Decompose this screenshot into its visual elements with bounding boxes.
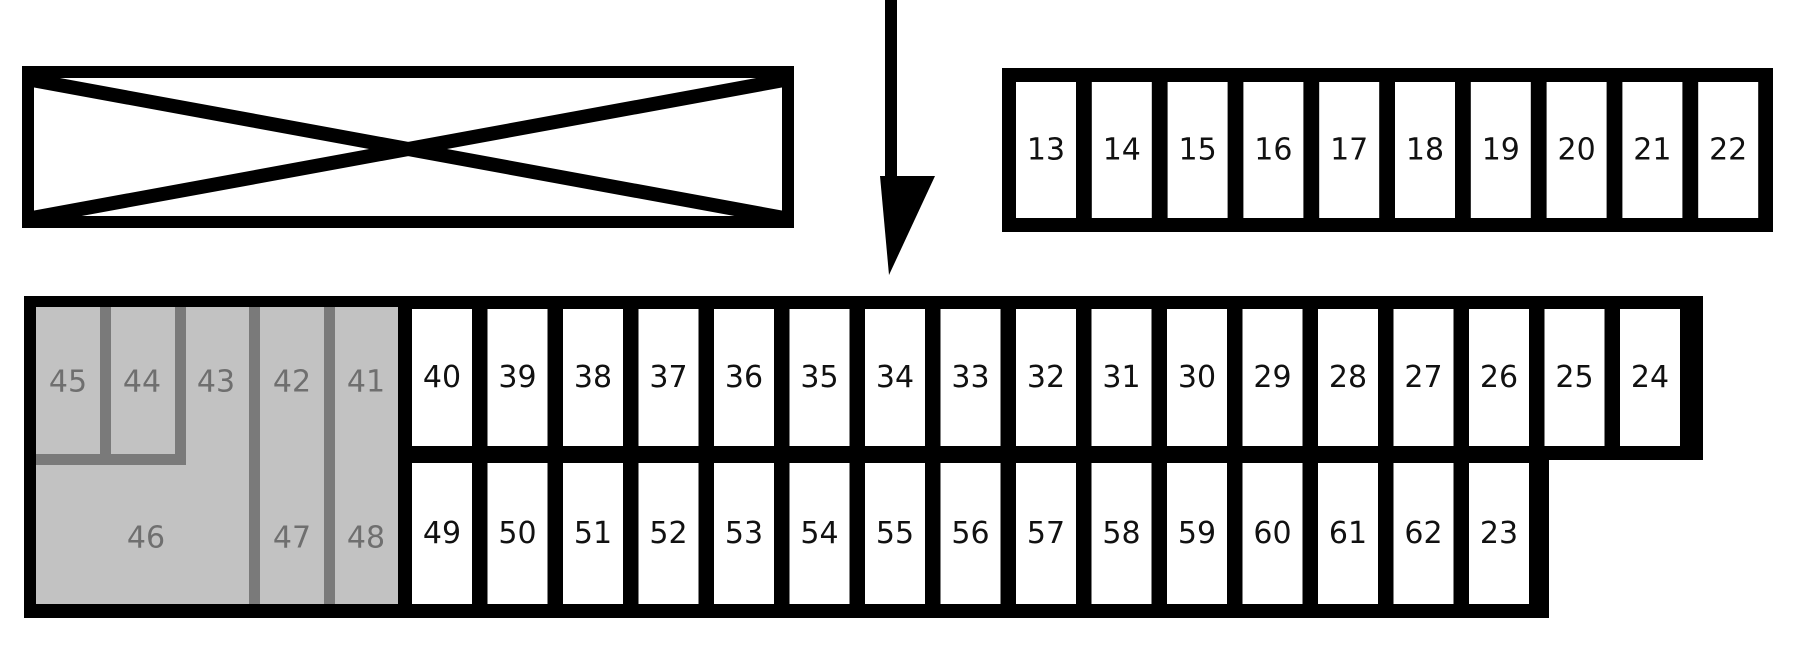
pointer-arrow-icon [880, 0, 935, 275]
pin-cell-50: 50 [487, 463, 548, 604]
pin-label-47: 47 [273, 521, 311, 556]
pin-label: 24 [1631, 360, 1669, 395]
pin-cell-36: 36 [714, 309, 774, 446]
pin-label: 29 [1253, 360, 1291, 395]
pin-label: 62 [1404, 516, 1442, 551]
pin-cell-27: 27 [1393, 309, 1454, 446]
pin-cell-35: 35 [789, 309, 850, 446]
top-right-connector: 13 14 15 16 17 18 19 20 21 22 [1002, 68, 1773, 232]
pin-cell-37: 37 [638, 309, 699, 446]
pin-cell-15: 15 [1167, 82, 1228, 218]
pin-label: 54 [800, 516, 838, 551]
grey-pin-block [36, 307, 398, 604]
pin-label: 37 [649, 360, 687, 395]
pin-label: 26 [1480, 360, 1518, 395]
pin-cell-58: 58 [1091, 463, 1152, 604]
pin-label: 13 [1027, 133, 1065, 168]
pin-label: 14 [1103, 133, 1141, 168]
pin-label: 31 [1102, 360, 1140, 395]
pin-label: 25 [1555, 360, 1593, 395]
pin-cell-40: 40 [412, 309, 472, 446]
pin-cell-32: 32 [1016, 309, 1076, 446]
crossed-out-connector [22, 66, 794, 228]
pin-cell-28: 28 [1318, 309, 1378, 446]
pin-cell-25: 25 [1544, 309, 1605, 446]
pin-cell-55: 55 [865, 463, 925, 604]
pin-cell-22: 22 [1698, 82, 1759, 218]
pin-label: 52 [649, 516, 687, 551]
pin-label: 23 [1480, 516, 1518, 551]
pin-cell-39: 39 [487, 309, 548, 446]
pin-label-41: 41 [347, 365, 385, 400]
pin-label: 28 [1329, 360, 1367, 395]
pin-label: 61 [1329, 516, 1367, 551]
pin-label: 34 [876, 360, 914, 395]
pin-cell-17: 17 [1319, 82, 1380, 218]
pin-label: 16 [1254, 133, 1292, 168]
pin-label: 51 [574, 516, 612, 551]
pin-cell-61: 61 [1318, 463, 1378, 604]
pin-cell-49: 49 [412, 463, 472, 604]
pin-label: 30 [1178, 360, 1216, 395]
pin-cell-52: 52 [638, 463, 699, 604]
pin-label: 39 [498, 360, 536, 395]
pin-cell-29: 29 [1242, 309, 1303, 446]
pin-cell-60: 60 [1242, 463, 1303, 604]
pin-label: 53 [725, 516, 763, 551]
pin-cell-14: 14 [1091, 82, 1152, 218]
pin-cell-62: 62 [1393, 463, 1454, 604]
pin-cell-38: 38 [563, 309, 623, 446]
pin-cell-24: 24 [1620, 309, 1680, 446]
pin-label-45: 45 [49, 365, 87, 400]
pin-cell-18: 18 [1395, 82, 1455, 218]
pin-label: 19 [1482, 133, 1520, 168]
pin-label: 33 [951, 360, 989, 395]
pin-cell-34: 34 [865, 309, 925, 446]
pin-cell-54: 54 [789, 463, 850, 604]
pin-label: 21 [1633, 133, 1671, 168]
pin-cell-51: 51 [563, 463, 623, 604]
pin-label-42: 42 [273, 365, 311, 400]
pin-label: 50 [498, 516, 536, 551]
pin-label: 59 [1178, 516, 1216, 551]
pin-label-46: 46 [127, 521, 165, 556]
pin-cell-57: 57 [1016, 463, 1076, 604]
pin-label: 18 [1406, 133, 1444, 168]
pin-label: 35 [800, 360, 838, 395]
main-connector: 45 44 43 42 41 46 47 48 40 39 38 37 36 35 34 33 32 31 30 2… [24, 296, 1703, 618]
pin-label: 20 [1558, 133, 1596, 168]
pin-label: 49 [423, 516, 461, 551]
pin-label: 56 [951, 516, 989, 551]
pin-label: 36 [725, 360, 763, 395]
pin-cell-13: 13 [1016, 82, 1076, 218]
pin-label-44: 44 [123, 365, 161, 400]
pin-cell-56: 56 [940, 463, 1001, 604]
pin-label-43: 43 [197, 365, 235, 400]
pin-label: 58 [1102, 516, 1140, 551]
pin-cell-59: 59 [1167, 463, 1227, 604]
pin-label-48: 48 [347, 521, 385, 556]
pin-cell-20: 20 [1546, 82, 1607, 218]
pin-label: 38 [574, 360, 612, 395]
pin-label: 40 [423, 360, 461, 395]
pin-cell-31: 31 [1091, 309, 1152, 446]
pin-cell-16: 16 [1243, 82, 1304, 218]
pin-label: 27 [1404, 360, 1442, 395]
pin-cell-33: 33 [940, 309, 1001, 446]
pin-cell-21: 21 [1622, 82, 1683, 218]
pin-cell-19: 19 [1470, 82, 1531, 218]
pin-cell-23: 23 [1469, 463, 1529, 604]
pin-label: 32 [1027, 360, 1065, 395]
pin-cell-30: 30 [1167, 309, 1227, 446]
pin-label: 22 [1709, 133, 1747, 168]
pin-label: 17 [1330, 133, 1368, 168]
pin-label: 15 [1179, 133, 1217, 168]
pin-label: 60 [1253, 516, 1291, 551]
pin-cell-26: 26 [1469, 309, 1529, 446]
pin-label: 55 [876, 516, 914, 551]
pin-label: 57 [1027, 516, 1065, 551]
pin-cell-53: 53 [714, 463, 774, 604]
